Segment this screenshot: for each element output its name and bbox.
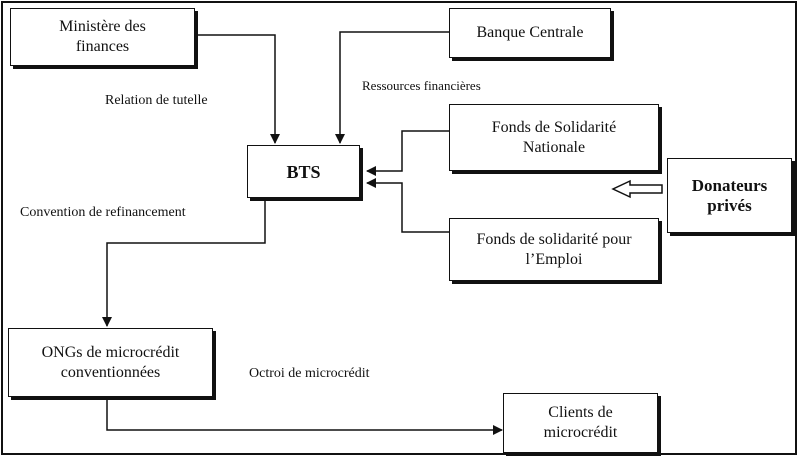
- node-bts: BTS: [247, 145, 360, 198]
- arrow-bts-to-ongs: [102, 198, 266, 327]
- node-donateurs-line2: privés: [707, 195, 752, 215]
- hollow-arrow-donateurs: [611, 179, 663, 199]
- node-bts-label: BTS: [286, 161, 321, 182]
- edge-label-octroi-microcredit: Octroi de microcrédit: [249, 366, 370, 381]
- node-ministere-line1: Ministère des: [59, 18, 146, 35]
- node-ongs-line2: conventionnées: [60, 363, 161, 381]
- node-banque-label: Banque Centrale: [476, 24, 584, 41]
- arrow-banque-to-bts: [335, 31, 449, 144]
- node-ministere-line2: finances: [75, 38, 130, 55]
- edge-label-ressources-financieres: Ressources financières: [362, 78, 481, 93]
- edge-label-relation-tutelle: Relation de tutelle: [105, 93, 208, 108]
- node-fonds-solidarite-nationale: Fonds de Solidarité Nationale: [449, 104, 659, 171]
- node-clients-microcredit: Clients de microcrédit: [503, 393, 658, 453]
- node-banque-centrale: Banque Centrale: [449, 8, 611, 58]
- arrow-fsn-to-bts: [366, 130, 449, 176]
- arrow-ongs-to-clients: [106, 397, 503, 435]
- node-donateurs-prives: Donateurs privés: [667, 158, 792, 233]
- node-clients-line2: microcrédit: [543, 424, 618, 441]
- arrow-ministere-to-bts: [195, 34, 280, 144]
- node-fonds-solidarite-emploi: Fonds de solidarité pour l’Emploi: [449, 218, 659, 281]
- node-clients-line1: Clients de: [548, 404, 613, 421]
- node-fsn-line1: Fonds de Solidarité: [491, 118, 617, 136]
- node-ongs-microcredit: ONGs de microcrédit conventionnées: [8, 328, 213, 397]
- node-ongs-line1: ONGs de microcrédit: [41, 343, 180, 361]
- node-fse-line1: Fonds de solidarité pour: [476, 230, 632, 248]
- node-donateurs-line1: Donateurs: [691, 175, 768, 195]
- arrow-fse-to-bts: [366, 178, 449, 233]
- node-fsn-line2: Nationale: [522, 138, 586, 156]
- node-ministere-des-finances: Ministère des finances: [10, 8, 195, 66]
- edge-label-convention-refinancement: Convention de refinancement: [20, 205, 186, 220]
- node-fse-line2: l’Emploi: [525, 250, 583, 268]
